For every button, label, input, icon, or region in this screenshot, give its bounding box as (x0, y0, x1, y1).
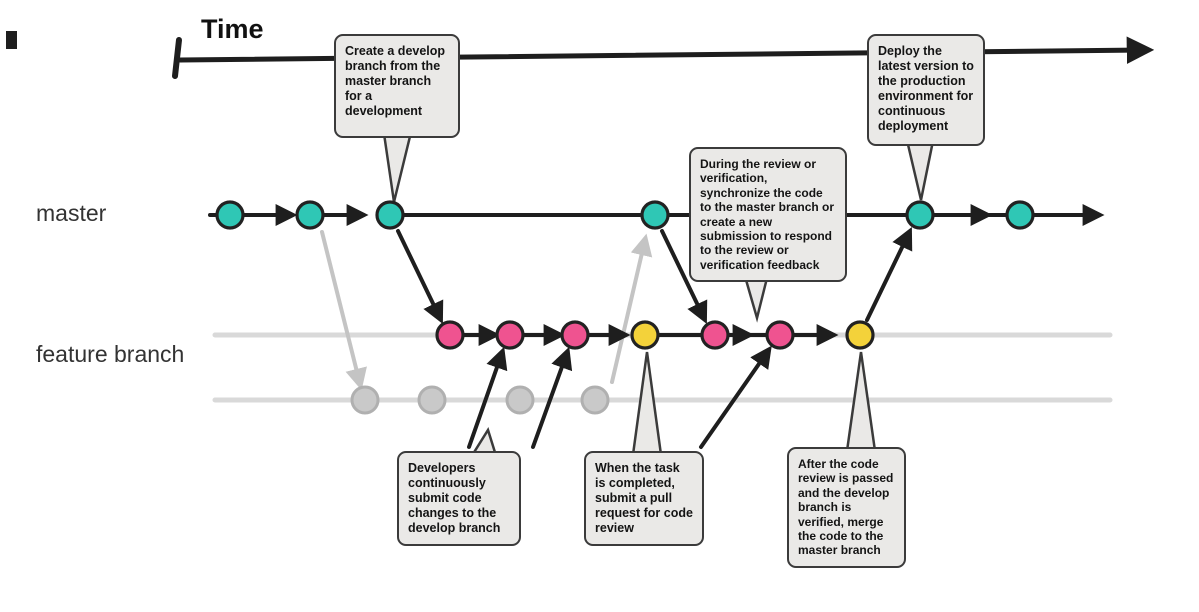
left-edge-mark (6, 31, 17, 49)
master-commit-node-4 (640, 200, 670, 230)
merge-commit-node (845, 320, 875, 350)
ghost-commit-node-4 (580, 385, 610, 415)
submit-code-arrow (531, 346, 573, 449)
master-branch-label: master (36, 200, 107, 226)
ghost-commit-node-1 (350, 385, 380, 415)
callout-merge-master: After the code review is passed and the … (787, 447, 906, 568)
callout-tail-merge-master (844, 351, 878, 460)
callout-create-develop-branch: Create a develop branch from the master … (334, 34, 460, 138)
callout-deploy-production: Deploy the latest version to the product… (867, 34, 985, 146)
master-commit-node-2 (295, 200, 325, 230)
submit-code-arrow (467, 346, 508, 449)
branch-off-arrow (396, 229, 444, 324)
feature-commit-node-3 (560, 320, 590, 350)
ghost-commit-node-2 (417, 385, 447, 415)
sync-down-arrow (660, 229, 708, 324)
merge-to-master-arrow (865, 227, 913, 322)
master-commit-node-1 (215, 200, 245, 230)
time-axis-label: Time (201, 14, 264, 44)
feature-commit-node-1 (435, 320, 465, 350)
ghost-merge-up-arrow (610, 233, 653, 384)
time-axis-arrow (177, 36, 1155, 64)
feature-commit-node-5 (765, 320, 795, 350)
ghost-commit-node-3 (505, 385, 535, 415)
master-commit-node-6 (1005, 200, 1035, 230)
feature-commit-node-2 (495, 320, 525, 350)
callout-review-sync: During the review or verification, synch… (689, 147, 847, 283)
callout-developers-submit: Developers continuously submit code chan… (397, 451, 521, 546)
master-commit-node-5 (905, 200, 935, 230)
pull-request-commit-node (630, 320, 660, 350)
ghost-branch-off-arrow (320, 230, 367, 391)
callout-pull-request: When the task is completed, submit a pul… (584, 451, 704, 546)
master-commit-node-3 (375, 200, 405, 230)
time-axis-start-tick (172, 37, 182, 79)
feature-branch-label: feature branch (36, 341, 185, 367)
feature-commit-node-4 (700, 320, 730, 350)
respond-review-arrow (699, 345, 772, 449)
callout-tail-pull-request (630, 351, 664, 464)
